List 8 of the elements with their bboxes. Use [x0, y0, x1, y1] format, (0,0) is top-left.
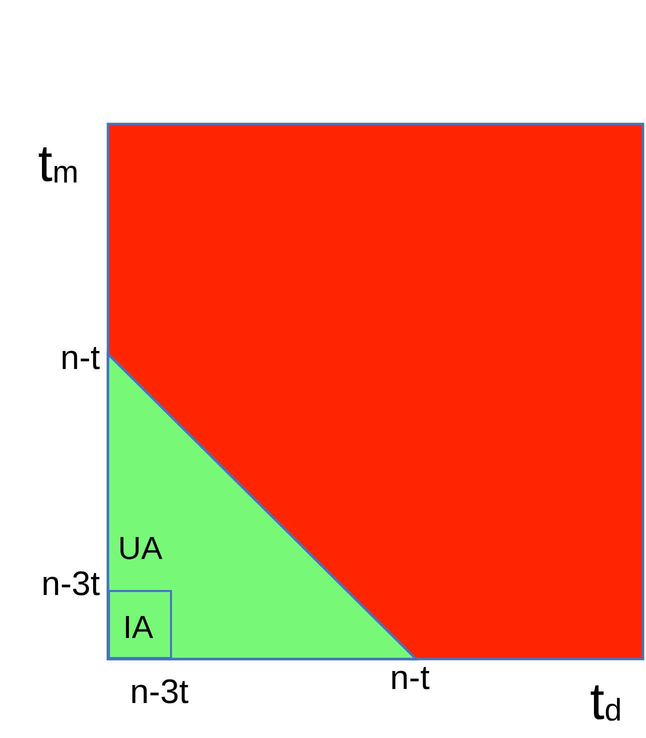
- region-label: IA: [123, 611, 154, 643]
- region-label: UA: [118, 532, 162, 564]
- square-region: [108, 590, 172, 659]
- tick-label: n-t: [60, 341, 100, 375]
- tick-label: n-3t: [41, 567, 100, 601]
- triangle-region: [108, 354, 416, 659]
- tick-label: n-t: [390, 661, 430, 695]
- tick-label: n-3t: [130, 675, 189, 709]
